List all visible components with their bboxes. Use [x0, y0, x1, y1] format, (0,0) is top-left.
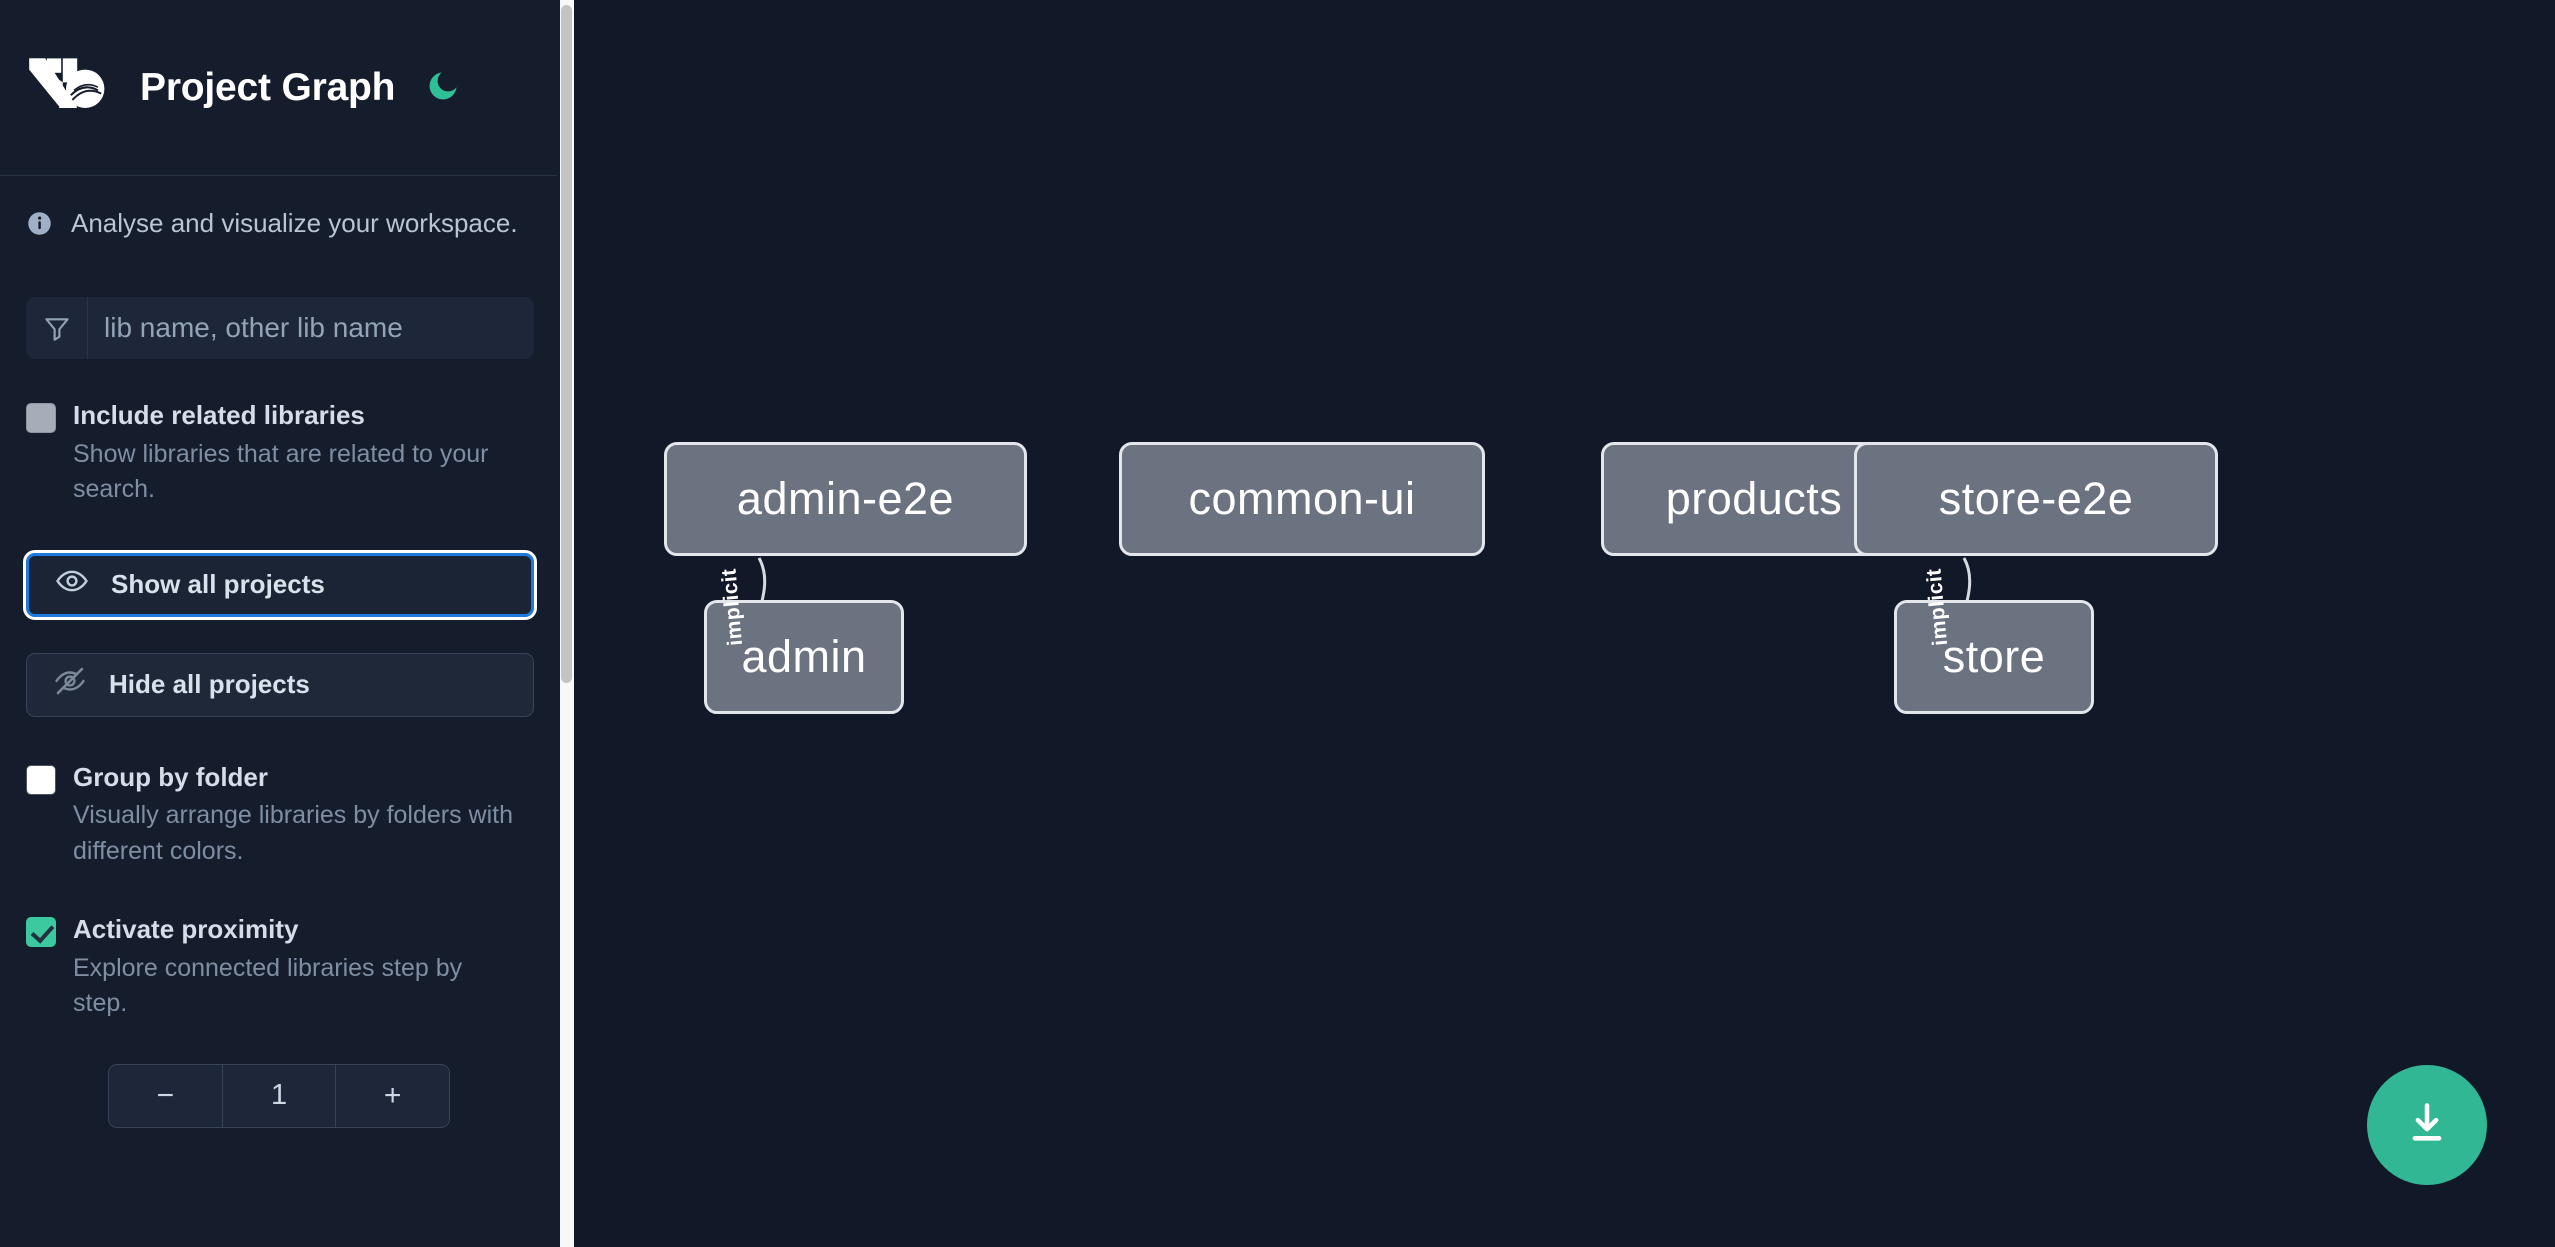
show-all-projects-label: Show all projects: [111, 569, 325, 599]
graph-node-store-e2e[interactable]: store-e2e: [1854, 442, 2218, 556]
moon-icon: [425, 68, 461, 107]
workspace-description: Analyse and visualize your workspace.: [0, 176, 560, 239]
graph-node-admin-e2e[interactable]: admin-e2e: [664, 442, 1027, 556]
graph-node-label: admin: [741, 631, 867, 682]
option-activate-proximity[interactable]: Activate proximity Explore connected lib…: [0, 913, 560, 1022]
hide-all-projects-label: Hide all projects: [109, 669, 310, 699]
graph-node-common-ui[interactable]: common-ui: [1119, 442, 1485, 556]
graph-node-label: admin-e2e: [736, 473, 955, 524]
graph-node-label: store-e2e: [1938, 473, 2134, 524]
page-title: Project Graph: [140, 65, 396, 109]
eye-icon: [55, 564, 89, 605]
graph-canvas[interactable]: admin-e2e common-ui products store-e2e a…: [574, 0, 2555, 1247]
graph-node-admin[interactable]: admin: [704, 600, 904, 714]
option-description: Explore connected libraries step by step…: [73, 953, 463, 1018]
proximity-increment-button[interactable]: +: [335, 1064, 449, 1127]
search-field[interactable]: [26, 297, 534, 359]
download-icon: [2401, 1098, 2453, 1153]
option-group-by-folder[interactable]: Group by folder Visually arrange librari…: [0, 761, 560, 870]
proximity-stepper[interactable]: − 1 +: [108, 1063, 450, 1128]
graph-node-label: store: [1942, 631, 2046, 682]
option-title: Activate proximity: [73, 914, 299, 944]
download-button[interactable]: [2367, 1065, 2487, 1185]
graph-node-label: products: [1665, 473, 1843, 524]
workspace-description-text: Analyse and visualize your workspace.: [71, 208, 518, 238]
proximity-stepper-wrap: − 1 +: [0, 1063, 560, 1128]
info-icon: [26, 210, 53, 237]
theme-toggle-button[interactable]: [421, 66, 465, 110]
option-include-related-libraries[interactable]: Include related libraries Show libraries…: [0, 399, 560, 508]
group-by-folder-checkbox[interactable]: [26, 764, 56, 795]
search-input[interactable]: [88, 297, 534, 359]
proximity-value: 1: [222, 1064, 336, 1127]
option-title: Group by folder: [73, 761, 268, 792]
activate-proximity-checkbox[interactable]: [26, 917, 56, 947]
visibility-buttons: Show all projects Hide all projects: [0, 549, 560, 717]
option-description: Show libraries that are related to your …: [73, 439, 489, 504]
filter-icon: [26, 297, 88, 359]
option-description: Visually arrange libraries by folders wi…: [73, 801, 514, 865]
eye-off-icon: [53, 664, 87, 705]
option-title: Include related libraries: [73, 400, 365, 430]
sidebar: Project Graph: [0, 0, 560, 1247]
sidebar-scrollbar-thumb[interactable]: [561, 5, 572, 683]
nx-logo-icon: [26, 55, 122, 121]
graph-node-store[interactable]: store: [1894, 600, 2094, 714]
include-related-libraries-checkbox[interactable]: [26, 403, 56, 433]
graph-node-label: common-ui: [1188, 473, 1416, 524]
show-all-projects-button[interactable]: Show all projects: [23, 549, 537, 620]
hide-all-projects-button[interactable]: Hide all projects: [26, 652, 534, 717]
proximity-decrement-button[interactable]: −: [109, 1064, 223, 1127]
sidebar-header: Project Graph: [0, 0, 557, 176]
